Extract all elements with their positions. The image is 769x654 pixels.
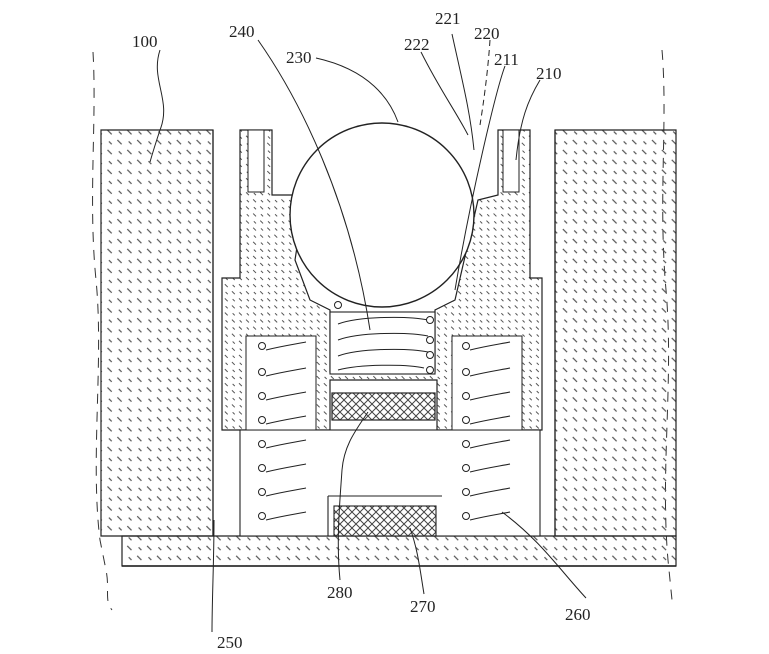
label-280: 280: [327, 583, 353, 602]
right-spring-column: [462, 341, 511, 521]
bottom-pad: [333, 505, 437, 537]
housing-left-block: [100, 129, 214, 537]
label-222: 222: [404, 35, 430, 54]
cavity-outline: [212, 130, 556, 536]
label-250: 250: [217, 633, 243, 652]
label-221: 221: [435, 9, 461, 28]
label-220: 220: [474, 24, 500, 43]
label-270: 270: [410, 597, 436, 616]
label-230: 230: [286, 48, 312, 67]
tray: [327, 495, 442, 536]
label-210: 210: [536, 64, 562, 83]
channel-left: [247, 129, 265, 193]
ball: [289, 122, 475, 308]
break-line-left: [92, 51, 113, 611]
plug-block: [331, 392, 436, 421]
channel-right: [502, 129, 520, 193]
label-211: 211: [494, 50, 519, 69]
left-spring-column: [258, 341, 307, 521]
label-260: 260: [565, 605, 591, 624]
housing-floor: [121, 535, 677, 567]
leader-lines: [149, 33, 587, 633]
housing-right-block: [554, 129, 677, 537]
label-240: 240: [229, 22, 255, 41]
inner-spring: [334, 301, 434, 374]
left-spring-bay: [245, 335, 317, 431]
label-100: 100: [132, 32, 158, 51]
right-spring-bay: [451, 335, 523, 431]
